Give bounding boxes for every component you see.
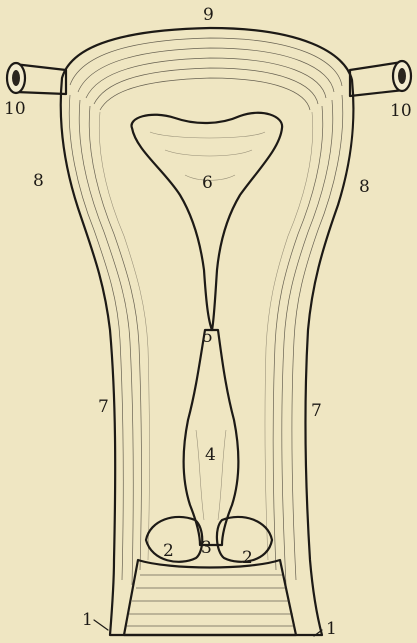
cervical-canal xyxy=(184,330,239,545)
label-1-left: 1 xyxy=(82,610,93,630)
label-8-right: 8 xyxy=(359,177,370,197)
label-7-right: 7 xyxy=(311,401,322,421)
label-2-left: 2 xyxy=(163,541,174,561)
vaginal-portion-left xyxy=(146,517,202,562)
label-10-left: 10 xyxy=(4,99,26,119)
label-9: 9 xyxy=(203,5,214,25)
label-4: 4 xyxy=(205,445,216,465)
vaginal-wall xyxy=(124,560,296,635)
vaginal-fibres xyxy=(126,575,295,626)
uterine-cavity xyxy=(132,113,283,330)
label-1-right: 1 xyxy=(326,619,337,639)
label-6: 6 xyxy=(202,173,213,193)
left-fallopian-tube xyxy=(7,63,66,94)
label-3: 3 xyxy=(201,538,212,558)
label-8-left: 8 xyxy=(33,171,44,191)
label-2-right: 2 xyxy=(242,548,253,568)
label-7-left: 7 xyxy=(98,397,109,417)
wall-fibres xyxy=(69,38,343,585)
label-10-right: 10 xyxy=(390,101,412,121)
right-fallopian-tube xyxy=(350,61,411,96)
label-5: 5 xyxy=(202,327,213,347)
